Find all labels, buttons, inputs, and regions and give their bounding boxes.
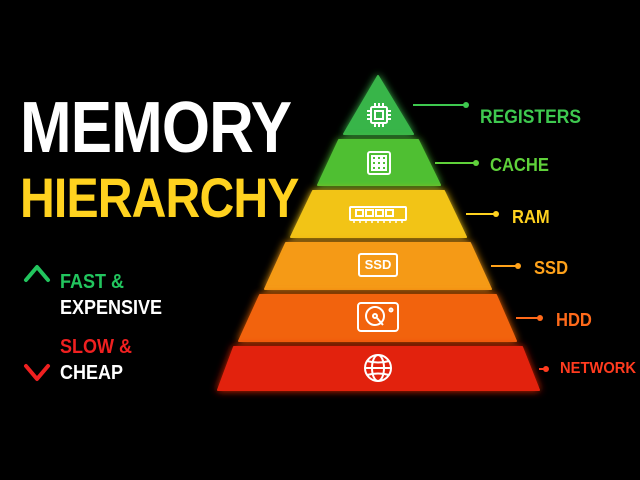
connector-dot-hdd (537, 315, 543, 321)
legend-slow: SLOW & (60, 336, 132, 358)
legend-cheap: CHEAP (60, 362, 124, 384)
globe-icon (364, 354, 392, 382)
pyramid-tier-ram (290, 190, 467, 238)
legend-expensive: EXPENSIVE (60, 297, 163, 319)
cpu-chip-icon (367, 103, 391, 127)
connector-dot-cache (473, 160, 479, 166)
tier-label-ram: RAM (512, 207, 550, 227)
cache-chip-icon (367, 151, 391, 175)
tier-label-network: NETWORK (560, 360, 637, 377)
title-memory: MEMORY (20, 88, 292, 168)
connector-dot-network (543, 366, 549, 372)
tier-label-registers: REGISTERS (480, 107, 582, 128)
pyramid-tier-ssd (264, 242, 492, 290)
connector-dot-ssd (515, 263, 521, 269)
hard-drive-icon (357, 302, 399, 332)
ram-module-icon (349, 206, 407, 223)
tier-label-hdd: HDD (556, 310, 592, 330)
tier-label-cache: CACHE (490, 155, 549, 175)
title-hierarchy: HIERARCHY (20, 166, 299, 229)
pyramid-tier-cache (317, 139, 441, 186)
connector-dot-registers (463, 102, 469, 108)
tier-label-ssd: SSD (534, 258, 569, 278)
ssd-icon: SSD (357, 252, 399, 278)
ssd-icon-text: SSD (364, 257, 392, 272)
connector-dot-ram (493, 211, 499, 217)
legend-fast: FAST & (60, 271, 125, 293)
speed-cost-arrow-icon (24, 265, 50, 381)
